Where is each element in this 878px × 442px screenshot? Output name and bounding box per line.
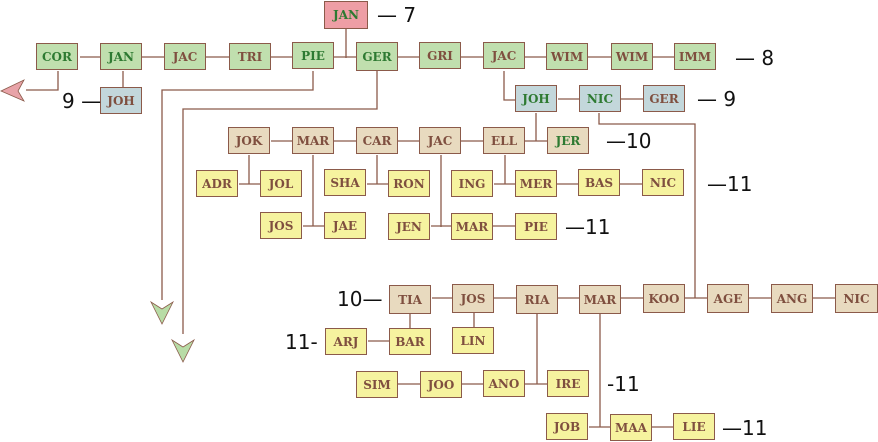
person-box[interactable]: BAS (578, 169, 620, 196)
person-box[interactable]: JOS (260, 212, 302, 239)
person-box[interactable]: PIE (292, 42, 334, 69)
person-box[interactable]: MAR (292, 127, 334, 154)
person-box[interactable]: JAE (324, 212, 366, 239)
person-box[interactable]: RON (388, 170, 430, 197)
person-box[interactable]: SIM (356, 371, 398, 398)
person-box[interactable]: ANG (771, 284, 813, 313)
person-box[interactable]: ELL (483, 127, 525, 154)
person-box[interactable]: IMM (674, 43, 716, 70)
person-box[interactable]: JAN (324, 1, 368, 29)
person-box[interactable]: GRI (419, 42, 461, 69)
person-box[interactable]: WIM (611, 43, 653, 70)
person-box[interactable]: ARJ (325, 328, 367, 355)
generation-label: —11 (565, 215, 611, 239)
person-box[interactable]: TRI (229, 43, 271, 70)
generation-label: 10— (337, 287, 383, 311)
person-box[interactable]: JOO (420, 371, 462, 398)
person-box[interactable]: MAR (579, 285, 621, 314)
person-box[interactable]: AGE (707, 284, 749, 313)
person-box[interactable]: JOH (515, 85, 557, 112)
person-box[interactable]: WIM (546, 43, 588, 70)
person-box[interactable]: KOO (643, 284, 685, 313)
person-box[interactable]: JER (547, 127, 589, 154)
person-box[interactable]: GER (356, 42, 398, 71)
person-box[interactable]: JOS (452, 284, 494, 313)
generation-label: — 8 (735, 46, 775, 70)
person-box[interactable]: BAR (389, 328, 431, 355)
generation-label: 9 — (62, 89, 102, 113)
person-box[interactable]: JOK (228, 127, 270, 154)
generation-label: —11 (707, 172, 753, 196)
person-box[interactable]: JOL (260, 170, 302, 197)
person-box[interactable]: JAN (100, 43, 142, 70)
person-box[interactable]: MAR (451, 213, 493, 240)
person-box[interactable]: MER (515, 170, 557, 197)
person-box[interactable]: JOH (100, 87, 142, 114)
generation-label: — 9 (697, 87, 737, 111)
person-box[interactable]: COR (36, 43, 78, 70)
arrow-down-green-icon (149, 300, 175, 325)
person-box[interactable]: ANO (483, 370, 525, 397)
person-box[interactable]: JAC (419, 127, 461, 154)
person-box[interactable]: JEN (388, 213, 430, 240)
person-box[interactable]: GER (643, 85, 685, 112)
generation-label: —10 (606, 129, 652, 153)
person-box[interactable]: CAR (356, 127, 398, 154)
person-box[interactable]: TIA (389, 285, 431, 314)
person-box[interactable]: PIE (515, 213, 557, 240)
person-box[interactable]: SHA (324, 169, 366, 196)
person-box[interactable]: LIN (452, 327, 494, 354)
person-box[interactable]: MAA (610, 414, 652, 441)
person-box[interactable]: RIA (516, 285, 558, 314)
person-box[interactable]: NIC (835, 284, 878, 313)
person-box[interactable]: IRE (547, 370, 589, 397)
generation-label: 11- (285, 330, 318, 354)
generation-label: — 7 (377, 3, 417, 27)
arrow-down-green-icon (170, 338, 196, 363)
person-box[interactable]: NIC (579, 85, 621, 112)
person-box[interactable]: NIC (642, 169, 684, 196)
person-box[interactable]: ADR (196, 170, 238, 197)
person-box[interactable]: JAC (483, 42, 525, 69)
arrow-left-pink-icon (0, 79, 25, 102)
person-box[interactable]: JAC (164, 43, 206, 70)
person-box[interactable]: ING (451, 170, 493, 197)
person-box[interactable]: JOB (546, 413, 588, 440)
person-box[interactable]: LIE (673, 413, 715, 440)
generation-label: —11 (722, 416, 768, 440)
generation-label: -11 (607, 372, 640, 396)
